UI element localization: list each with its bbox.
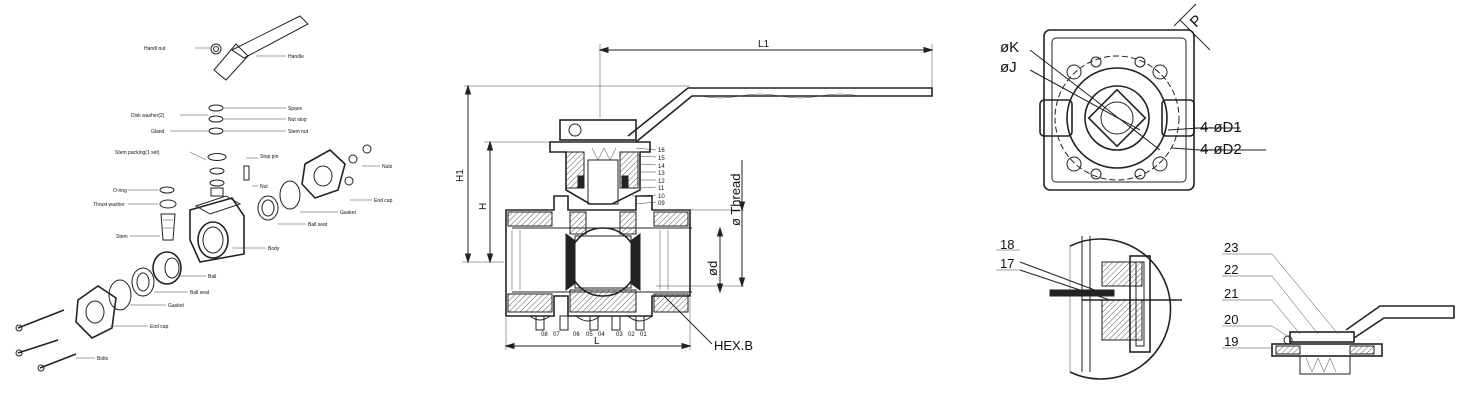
label-handle-nut: Handl nut xyxy=(144,46,166,52)
section-ball xyxy=(568,227,638,297)
label-stem-nut: Stem nut xyxy=(288,129,309,135)
part-08: 08 xyxy=(541,332,548,338)
dim-l1: L1 xyxy=(758,39,770,50)
thrust-washer-part xyxy=(159,199,177,209)
ball-seat-top-part xyxy=(257,195,279,221)
stop-pin-part xyxy=(243,165,250,181)
label-handle: Handle xyxy=(288,54,304,60)
mounting-pad xyxy=(1043,29,1195,191)
label-d1: 4-øD1 xyxy=(1200,119,1242,136)
part-15: 15 xyxy=(658,156,665,162)
label-stop-pin: Stop pin xyxy=(260,154,279,160)
label-body: Body xyxy=(268,246,280,252)
body-part xyxy=(189,197,245,263)
dim-h1: H1 xyxy=(455,169,466,182)
dim-h: H xyxy=(478,203,489,210)
label-d2: 4-øD2 xyxy=(1200,141,1242,158)
part-14: 14 xyxy=(658,164,665,170)
part-02: 02 xyxy=(628,332,635,338)
part-05: 05 xyxy=(586,332,593,338)
detail-view-assembly: 23 22 21 20 19 xyxy=(1222,240,1455,375)
detail-19: 19 xyxy=(1224,334,1238,349)
label-ball-seat: Ball seat xyxy=(190,290,210,296)
label-end-cap-top: End cap xyxy=(374,198,393,204)
label-o-ring: O-ring xyxy=(113,188,127,194)
part-12: 12 xyxy=(658,179,665,185)
label-p: P xyxy=(1187,12,1206,31)
label-gasket-top: Gasket xyxy=(340,210,356,216)
part-04: 04 xyxy=(598,332,605,338)
handle-nut-part xyxy=(210,43,222,55)
nuts-group xyxy=(344,144,372,186)
gasket-top-part xyxy=(279,180,301,210)
label-ball: Ball xyxy=(208,274,216,280)
part-01: 01 xyxy=(640,332,647,338)
label-nut: Nut xyxy=(260,184,268,190)
top-view: P øK øJ 4-øD1 4-øD2 xyxy=(1000,3,1266,191)
label-gland: Gland xyxy=(151,129,165,135)
label-disk-washer: Disk washer(2) xyxy=(131,113,165,119)
section-handle xyxy=(627,87,933,143)
part-07: 07 xyxy=(553,332,560,338)
label-j: øJ xyxy=(1000,59,1017,76)
dim-l: L xyxy=(594,336,600,347)
section-view: L1 H1 H xyxy=(455,39,934,353)
label-end-cap: End cap xyxy=(150,324,169,330)
part-09: 09 xyxy=(658,201,665,207)
end-cap-part xyxy=(75,285,117,339)
label-k: øK xyxy=(1000,39,1019,56)
end-cap-top-part xyxy=(301,149,346,199)
label-stem: Stem xyxy=(116,234,128,240)
detail-17: 17 xyxy=(1000,256,1014,271)
section-stem xyxy=(587,159,619,205)
stem-square xyxy=(1087,88,1147,148)
exploded-view: Handl nut Handle Space Disk washer(2) Nu… xyxy=(15,15,393,372)
section-handle-nut xyxy=(559,119,637,141)
part-numbers-right: 16 15 14 13 12 11 10 09 xyxy=(631,147,665,207)
label-bolts: Bolts xyxy=(97,356,109,362)
handle-part xyxy=(231,15,309,59)
label-gasket: Gasket xyxy=(168,303,184,309)
dim-hex: HEX.B xyxy=(714,338,753,353)
detail-22: 22 xyxy=(1224,262,1238,277)
part-numbers-bottom: 08 07 06 05 04 03 02 01 xyxy=(541,332,647,338)
label-space: Space xyxy=(288,106,302,112)
part-03: 03 xyxy=(616,332,623,338)
ball-seat-part xyxy=(131,267,155,297)
detail-18: 18 xyxy=(1000,237,1014,252)
detail-23: 23 xyxy=(1224,240,1238,255)
part-11: 11 xyxy=(658,186,665,192)
stem-part xyxy=(160,213,176,241)
dim-d: ød xyxy=(705,261,720,276)
o-ring-part xyxy=(159,186,175,194)
ball-part xyxy=(152,251,182,285)
detail-20: 20 xyxy=(1224,312,1238,327)
part-10: 10 xyxy=(658,194,665,200)
part-06: 06 xyxy=(573,332,580,338)
label-thrust-washer: Thrust washer xyxy=(93,202,125,208)
label-nut-stop: Nut stop xyxy=(288,117,307,123)
gasket-part xyxy=(108,279,132,311)
part-13: 13 xyxy=(658,171,665,177)
label-nuts: Nuts xyxy=(382,164,393,170)
detail-view-circle: 18 17 xyxy=(996,236,1182,380)
label-stem-packing: Stem packing(1 set) xyxy=(115,150,160,156)
part-16: 16 xyxy=(658,148,665,154)
detail-21: 21 xyxy=(1224,286,1238,301)
label-ball-seat-top: Ball seat xyxy=(308,222,328,228)
bolts-group xyxy=(15,309,77,372)
dim-thread: ø Thread xyxy=(728,173,743,226)
